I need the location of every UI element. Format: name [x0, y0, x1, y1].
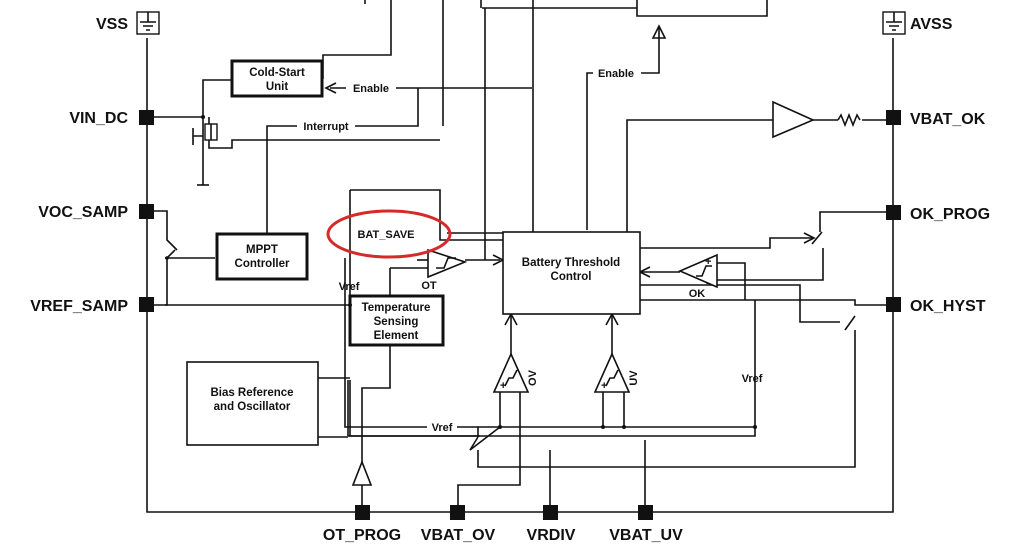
ot-label: OT: [421, 280, 437, 292]
svg-text:Controller: Controller: [235, 258, 290, 270]
svg-text:-: -: [706, 277, 710, 289]
chip-outline: [146, 38, 894, 513]
ok-label: OK: [689, 288, 706, 300]
pin-label-ok-prog: OK_PROG: [910, 206, 990, 223]
pin-labels: VSS VIN_DC VOC_SAMP VREF_SAMP AVSS VBAT_…: [30, 16, 990, 544]
pad-vin-dc: [139, 110, 154, 125]
pin-label-avss: AVSS: [910, 16, 953, 33]
svg-text:Bias Reference: Bias Reference: [210, 387, 293, 399]
bat-save-highlight: [326, 209, 452, 259]
pin-pads: [139, 110, 901, 520]
vref-label-bottom: Vref: [432, 422, 453, 434]
pin-label-vbat-uv: VBAT_UV: [609, 527, 683, 544]
vbat-ok-buffer-icon: [772, 100, 815, 139]
svg-text:and Oscillator: and Oscillator: [214, 401, 291, 413]
svg-text:MPPT: MPPT: [246, 244, 278, 256]
vss-ground-icon: [136, 11, 160, 35]
pin-label-voc-samp: VOC_SAMP: [38, 204, 128, 221]
mppt-controller-block: MPPT Controller: [215, 232, 309, 281]
pad-ok-hyst: [886, 297, 901, 312]
avss-ground-icon: [882, 11, 906, 35]
enable-label-left: Enable: [353, 83, 389, 95]
pin-label-vbat-ok: VBAT_OK: [910, 111, 986, 128]
svg-text:Unit: Unit: [266, 81, 289, 93]
interrupt-label: Interrupt: [303, 121, 349, 133]
uv-comparator-icon: +: [593, 352, 631, 393]
pad-vbat-ok: [886, 110, 901, 125]
ov-comparator-icon: +: [492, 352, 530, 393]
pad-vbat-ov: [450, 505, 465, 520]
svg-text:Sensing: Sensing: [374, 316, 419, 328]
pad-voc-samp: [139, 204, 154, 219]
junctions: [201, 115, 757, 429]
pin-label-vbat-ov: VBAT_OV: [421, 527, 496, 544]
svg-text:Element: Element: [374, 330, 419, 342]
ok-comparator-icon: + -: [677, 253, 718, 289]
pin-label-vin-dc: VIN_DC: [69, 110, 128, 127]
bat-save-label: BAT_SAVE: [357, 229, 414, 241]
pin-label-ot-prog: OT_PROG: [323, 527, 401, 544]
pad-ot-prog: [355, 505, 370, 520]
uv-label: UV: [628, 370, 640, 386]
vref-label-left: Vref: [339, 281, 360, 293]
pin-label-ok-hyst: OK_HYST: [910, 298, 986, 315]
vref-label-right: Vref: [742, 373, 763, 385]
pin-label-vref-samp: VREF_SAMP: [30, 298, 128, 315]
svg-text:+: +: [601, 380, 607, 392]
cold-start-unit-block: Cold-Start Unit: [230, 59, 324, 98]
pad-vrdiv: [543, 505, 558, 520]
svg-text:Temperature: Temperature: [362, 302, 431, 314]
svg-text:Battery Threshold: Battery Threshold: [522, 257, 620, 269]
bias-reference-block: Bias Reference and Oscillator: [186, 361, 319, 446]
ot-prog-buffer-icon: [351, 459, 373, 486]
ov-label: OV: [527, 369, 539, 386]
ot-comparator-icon: [427, 248, 468, 279]
svg-text:Control: Control: [551, 271, 592, 283]
pad-vref-samp: [139, 297, 154, 312]
pin-label-vrdiv: VRDIV: [527, 527, 576, 544]
battery-threshold-control-block: Battery Threshold Control: [502, 231, 641, 315]
pad-ok-prog: [886, 205, 901, 220]
svg-text:+: +: [705, 256, 711, 268]
switches: [165, 231, 856, 451]
pin-label-vss: VSS: [96, 16, 128, 33]
signal-labels: Enable Enable Interrupt BAT_SAVE Vref OT…: [297, 66, 763, 434]
pad-vbat-uv: [638, 505, 653, 520]
temperature-sensing-block: Temperature Sensing Element: [348, 294, 445, 347]
svg-text:+: +: [500, 380, 506, 392]
enable-label-right: Enable: [598, 68, 634, 80]
mosfet-icon: [204, 123, 218, 141]
svg-text:Cold-Start: Cold-Start: [249, 67, 305, 79]
